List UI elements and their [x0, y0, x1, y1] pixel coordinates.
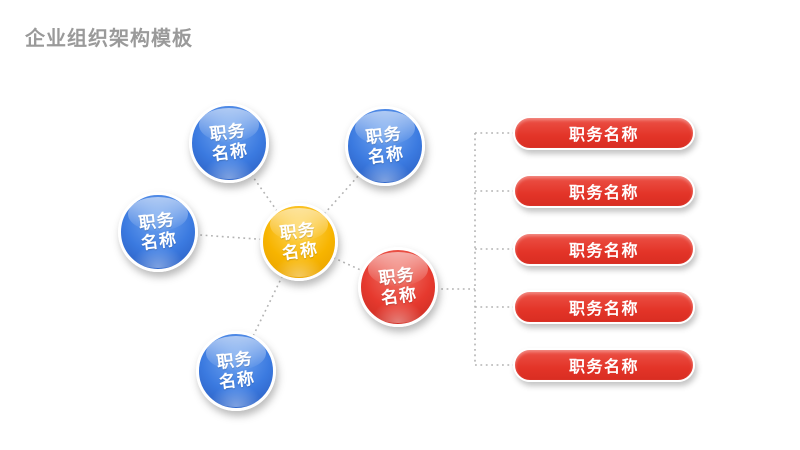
connector-hub-to-top-left [228, 142, 300, 243]
list-item-2[interactable]: 职务名称 [513, 174, 695, 208]
list-item-1[interactable]: 职务名称 [513, 116, 695, 150]
list-item-label: 职务名称 [568, 301, 639, 318]
connector-hub-to-right [298, 241, 399, 288]
list-item-label: 职务名称 [568, 127, 639, 144]
node-label: 职务 名称 [278, 219, 320, 264]
list-item-label: 职务名称 [568, 185, 639, 202]
node-top-middle[interactable]: 职务 名称 [345, 106, 425, 186]
list-item-label: 职务名称 [568, 243, 639, 260]
node-label: 职务 名称 [377, 264, 419, 309]
node-hub-center[interactable]: 职务 名称 [260, 203, 338, 281]
node-right[interactable]: 职务 名称 [358, 247, 438, 327]
node-bottom-left[interactable]: 职务 名称 [196, 331, 276, 411]
node-left[interactable]: 职务 名称 [118, 192, 198, 272]
node-label: 职务 名称 [137, 209, 179, 254]
node-label: 职务 名称 [215, 348, 257, 393]
node-label: 职务 名称 [208, 120, 250, 165]
connector-hub-to-left [157, 231, 300, 243]
list-item-label: 职务名称 [568, 359, 639, 376]
page-title: 企业组织架构模板 [25, 28, 193, 50]
node-label: 职务 名称 [364, 123, 406, 168]
node-top-left[interactable]: 职务 名称 [189, 103, 269, 183]
list-item-3[interactable]: 职务名称 [513, 232, 695, 266]
list-item-5[interactable]: 职务名称 [513, 348, 695, 382]
list-item-4[interactable]: 职务名称 [513, 290, 695, 324]
